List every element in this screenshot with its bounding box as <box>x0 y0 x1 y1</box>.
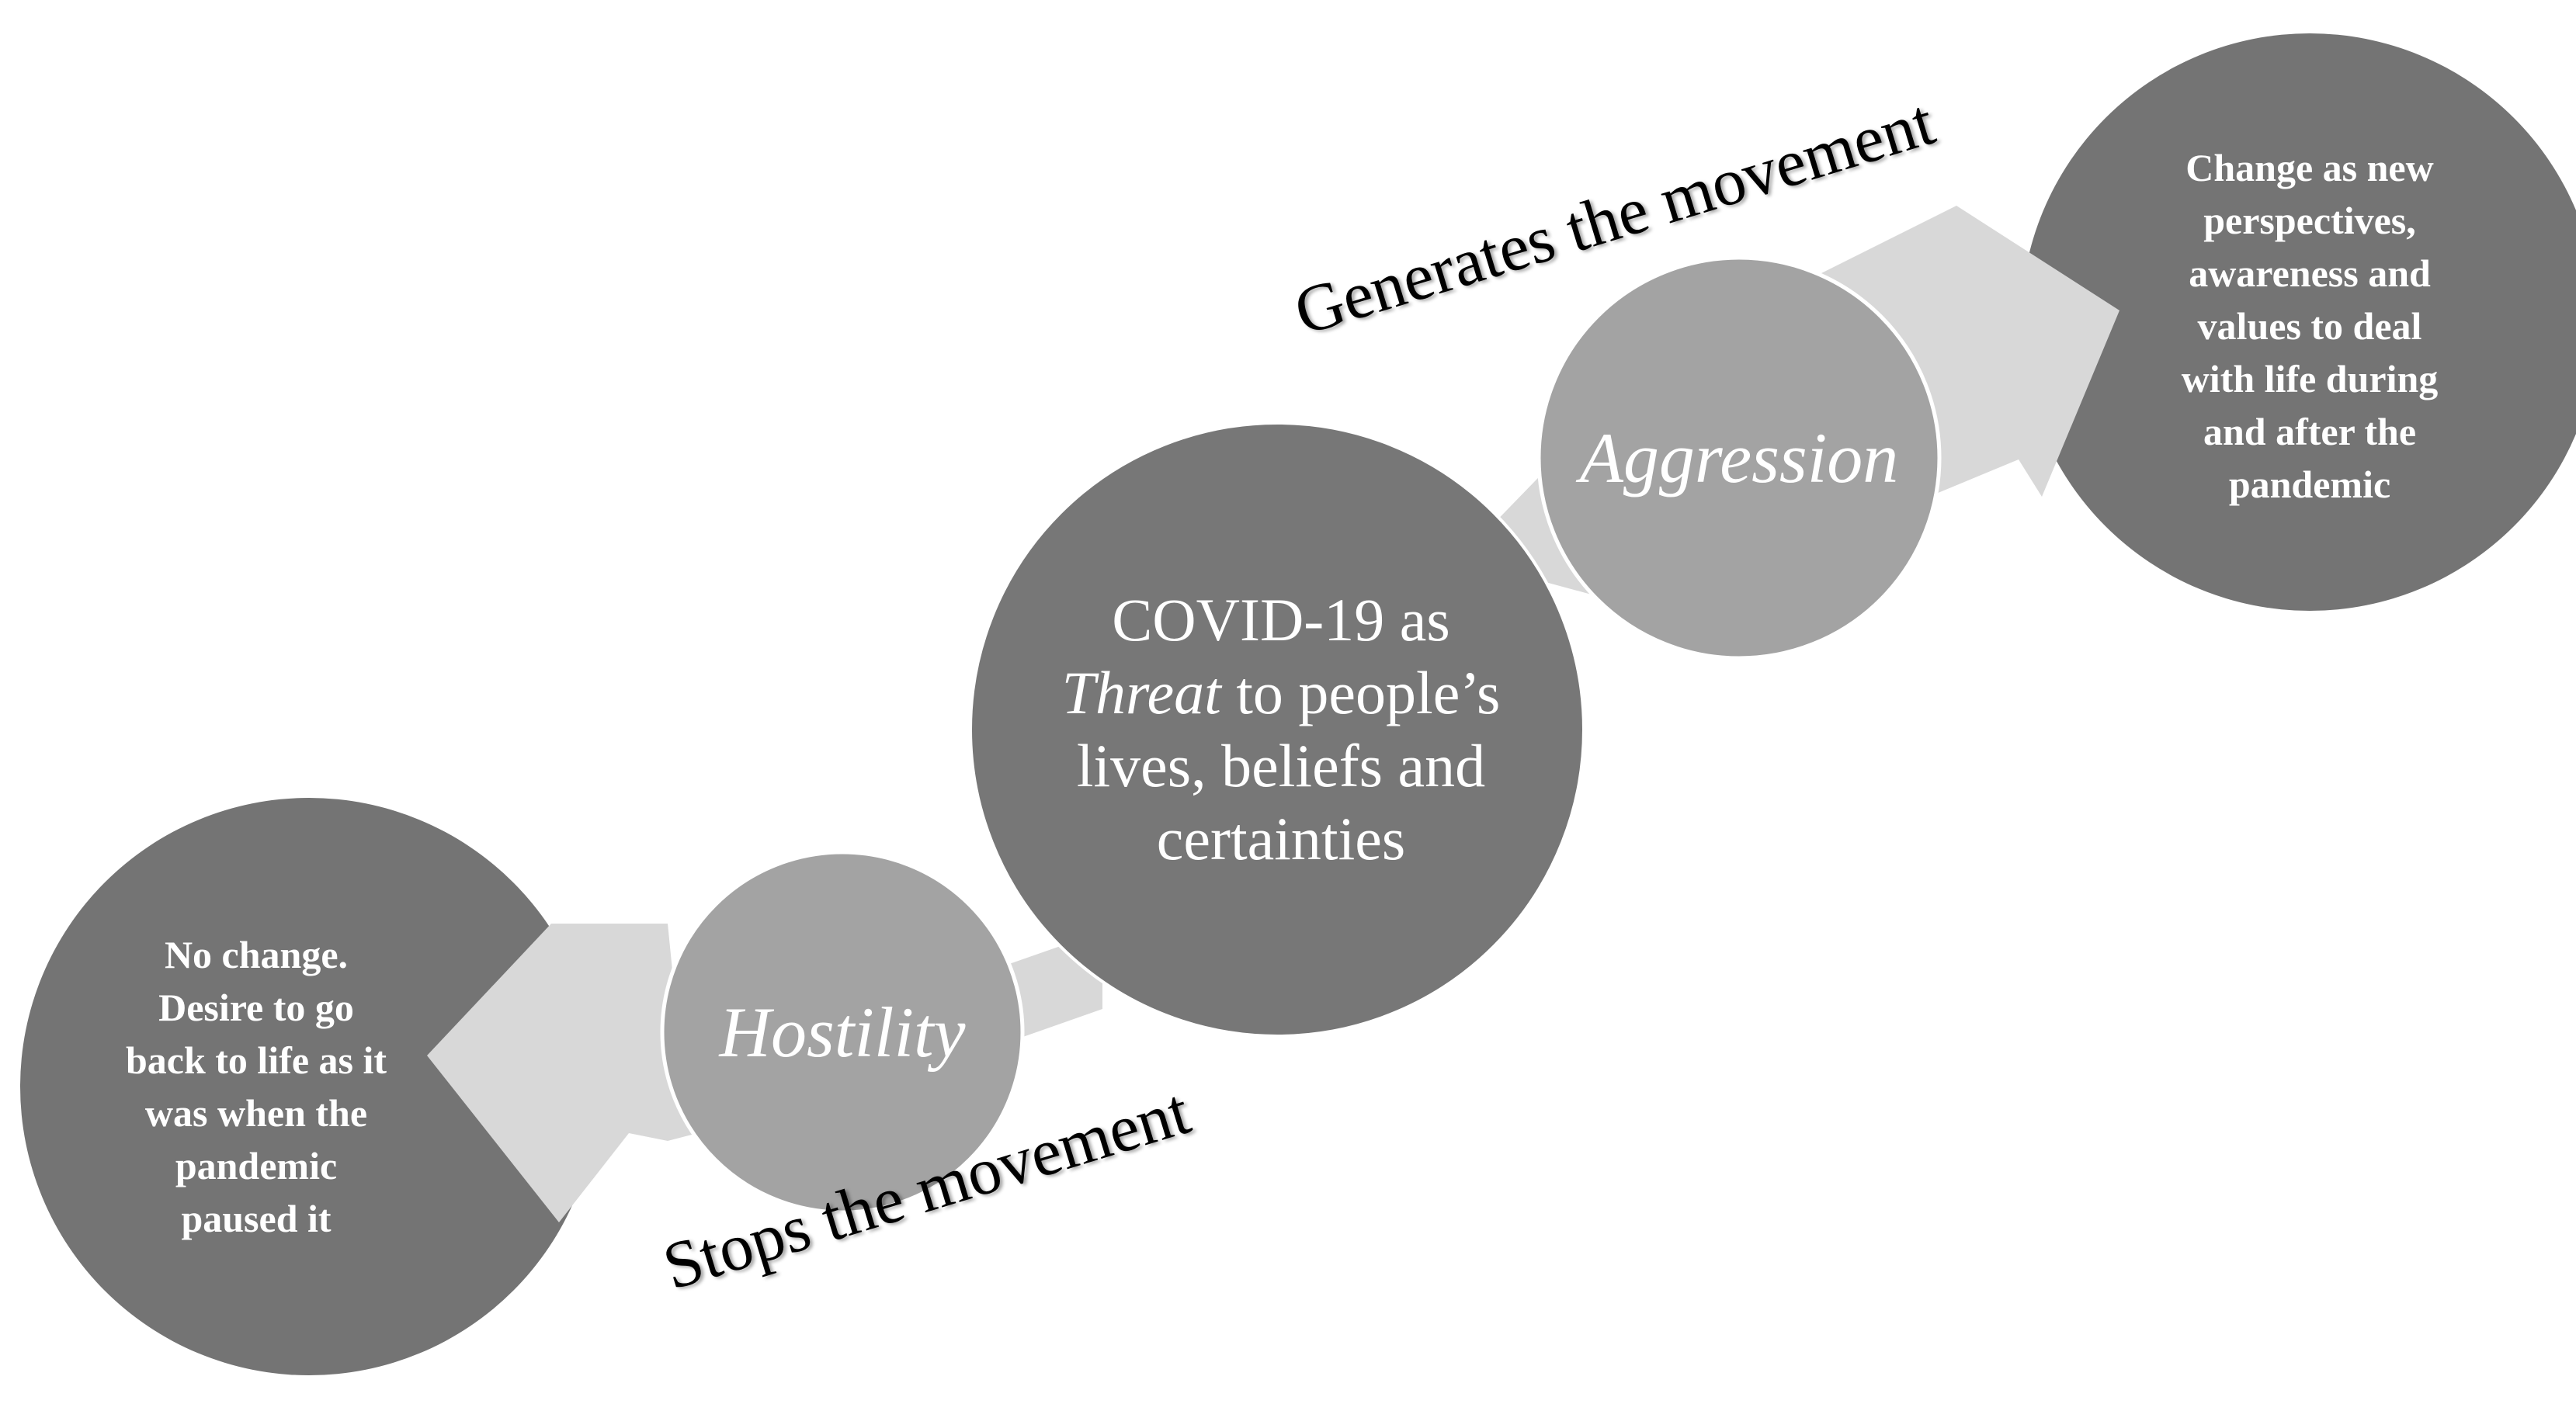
hostility-label: Hostility <box>664 978 1021 1087</box>
right-outcome-line: and after the <box>2203 410 2417 453</box>
hostility-label-text: Hostility <box>719 993 966 1072</box>
threat-line: certainties <box>1156 805 1406 872</box>
right-outcome-text: Change as new perspectives, awareness an… <box>2123 132 2496 520</box>
hostility-circle <box>660 850 1025 1215</box>
aggression-label-text: Aggression <box>1579 418 1899 497</box>
threat-line: COVID-19 as <box>1112 586 1450 653</box>
left-outcome-text: No change. Desire to go back to life as … <box>78 916 435 1257</box>
left-outcome-line: back to life as it <box>125 1038 387 1082</box>
left-outcome-line: was when the <box>144 1091 368 1135</box>
left-outcome-line: Desire to go <box>158 986 354 1029</box>
left-outcome-line: No change. <box>164 933 349 976</box>
right-outcome-line: with life during <box>2181 357 2439 400</box>
aggression-circle <box>1536 255 1942 660</box>
threat-line: Threat to people’s <box>1062 657 1501 730</box>
threat-emphasis: Threat <box>1061 659 1221 726</box>
left-outcome-circle <box>20 798 598 1375</box>
left-outcome-line: paused it <box>181 1197 332 1240</box>
aggression-label: Aggression <box>1545 404 1933 512</box>
threat-line-rest: to people’s <box>1220 659 1501 726</box>
right-outcome-line: values to deal <box>2197 304 2422 348</box>
right-outcome-circle <box>2021 33 2576 611</box>
right-outcome-line: Change as new <box>2185 146 2434 189</box>
threat-circle <box>969 421 1585 1038</box>
right-outcome-line: pandemic <box>2228 463 2391 506</box>
right-outcome-line: awareness and <box>2189 251 2431 295</box>
left-outcome-line: pandemic <box>175 1144 338 1187</box>
right-outcome-line: perspectives, <box>2203 199 2416 242</box>
threat-line: lives, beliefs and <box>1076 732 1486 799</box>
threat-text: COVID-19 as Threat to people’s lives, be… <box>1009 559 1553 900</box>
